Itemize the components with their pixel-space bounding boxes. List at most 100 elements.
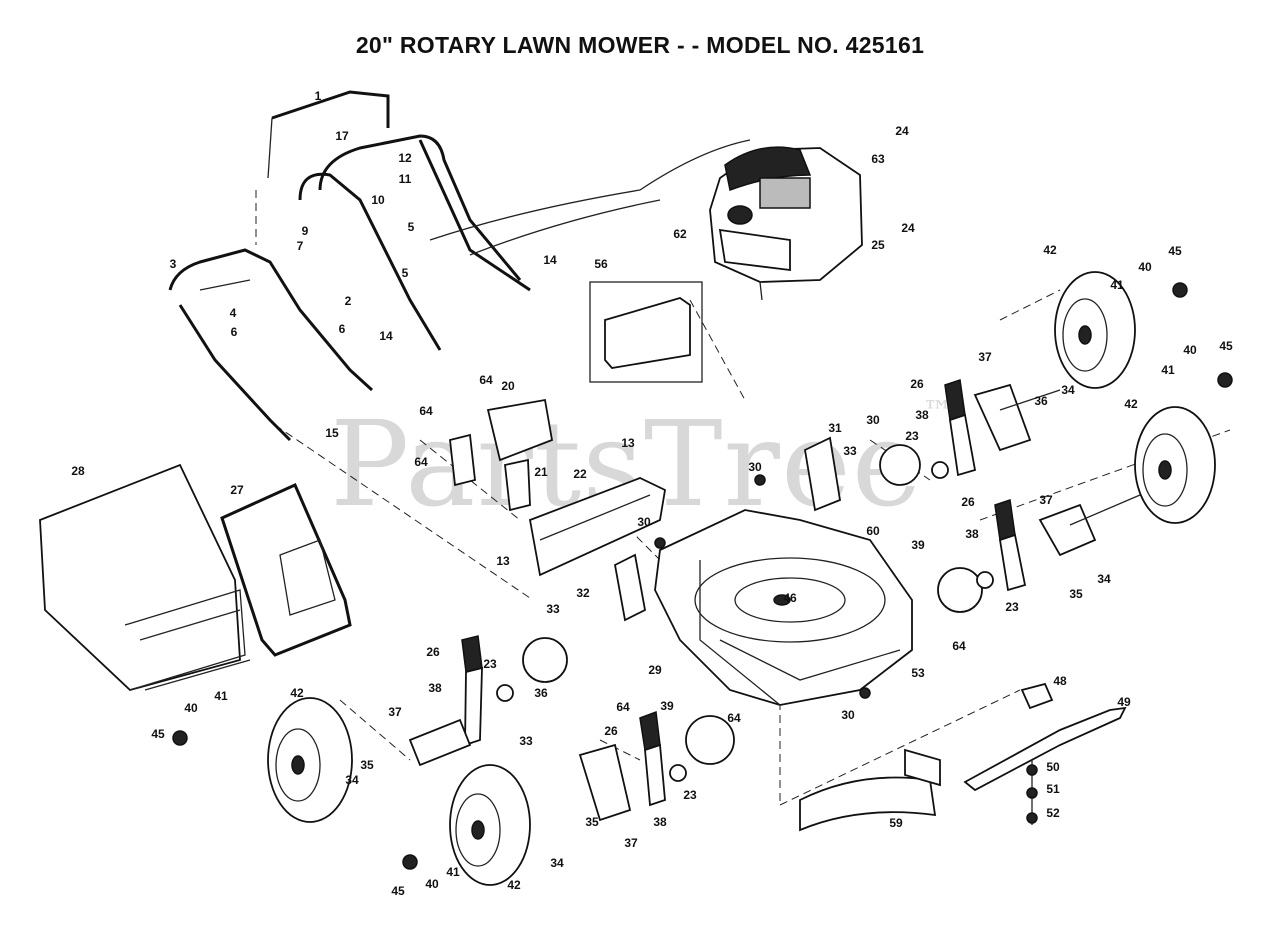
callout-31: 31 [828,421,842,435]
callout-60: 60 [866,524,880,538]
callout-30: 30 [748,460,762,474]
blade [963,682,1127,825]
callout-34: 34 [1061,383,1075,397]
callout-45: 45 [391,884,405,898]
callout-42: 42 [1043,243,1057,257]
callout-53: 53 [911,666,925,680]
callout-64: 64 [616,700,630,714]
callout-34: 34 [345,773,359,787]
lower-handle [168,248,374,442]
callout-30: 30 [841,708,855,722]
callout-36: 36 [1034,394,1048,408]
callout-17: 17 [335,129,349,143]
wheel-rear-left [267,697,353,823]
callout-41: 41 [214,689,228,703]
rear-deflector [528,477,666,577]
callout-23: 23 [1005,600,1019,614]
mounting-plate [589,281,703,383]
mower-deck [654,509,913,706]
callout-40: 40 [425,877,439,891]
callout-27: 27 [230,483,244,497]
wheel-front-left [449,764,531,886]
callout-45: 45 [151,727,165,741]
callout-22: 22 [573,467,587,481]
hardware [172,282,1233,870]
callout-15: 15 [325,426,339,440]
callout-30: 30 [637,515,651,529]
callout-10: 10 [371,193,385,207]
callout-37: 37 [388,705,402,719]
callout-25: 25 [871,238,885,252]
callout-37: 37 [978,350,992,364]
callout-24: 24 [901,221,915,235]
callout-62: 62 [673,227,687,241]
callout-34: 34 [550,856,564,870]
callout-6: 6 [339,322,346,336]
axles [408,383,1141,822]
callout-28: 28 [71,464,85,478]
wheel-rear-right [1054,271,1136,389]
callout-38: 38 [915,408,929,422]
callout-13: 13 [621,436,635,450]
callout-4: 4 [230,306,237,320]
callout-37: 37 [624,836,638,850]
callout-26: 26 [961,495,975,509]
callout-35: 35 [1069,587,1083,601]
callout-42: 42 [1124,397,1138,411]
callout-33: 33 [519,734,533,748]
height-adjuster-levers [461,379,1027,807]
callout-33: 33 [546,602,560,616]
callout-33: 33 [843,444,857,458]
callout-26: 26 [910,377,924,391]
callout-24: 24 [895,124,909,138]
callout-6: 6 [231,325,238,339]
grass-catcher-frame [220,483,352,657]
callout-13: 13 [496,554,510,568]
callout-51: 51 [1046,782,1060,796]
grass-catcher-bag [39,463,251,692]
callout-64: 64 [414,455,428,469]
callout-34: 34 [1097,572,1111,586]
callout-26: 26 [426,645,440,659]
callout-12: 12 [398,151,412,165]
upper-handle-bar [267,90,390,179]
callout-40: 40 [184,701,198,715]
control-bracket [449,398,554,512]
callout-49: 49 [1117,695,1131,709]
callout-29: 29 [648,663,662,677]
callout-56: 56 [594,257,608,271]
callout-30: 30 [866,413,880,427]
callout-40: 40 [1183,343,1197,357]
callout-23: 23 [683,788,697,802]
callout-41: 41 [1110,278,1124,292]
callout-46: 46 [783,591,797,605]
callout-40: 40 [1138,260,1152,274]
handle-frame [298,134,531,351]
callout-35: 35 [360,758,374,772]
callout-5: 5 [402,266,409,280]
callout-5: 5 [408,220,415,234]
callout-37: 37 [1039,493,1053,507]
callout-64: 64 [727,711,741,725]
callout-41: 41 [1161,363,1175,377]
callout-20: 20 [501,379,515,393]
callout-42: 42 [290,686,304,700]
control-cable [429,139,751,241]
callout-9: 9 [302,224,309,238]
callout-38: 38 [653,815,667,829]
callout-41: 41 [446,865,460,879]
callout-64: 64 [479,373,493,387]
callout-39: 39 [911,538,925,552]
callout-23: 23 [905,429,919,443]
engine [709,146,863,301]
baffle [799,748,941,832]
callout-48: 48 [1053,674,1067,688]
callout-52: 52 [1046,806,1060,820]
callout-32: 32 [576,586,590,600]
callout-14: 14 [379,329,393,343]
side-brackets [613,436,842,622]
callout-2: 2 [345,294,352,308]
callout-26: 26 [604,724,618,738]
callout-39: 39 [660,699,674,713]
